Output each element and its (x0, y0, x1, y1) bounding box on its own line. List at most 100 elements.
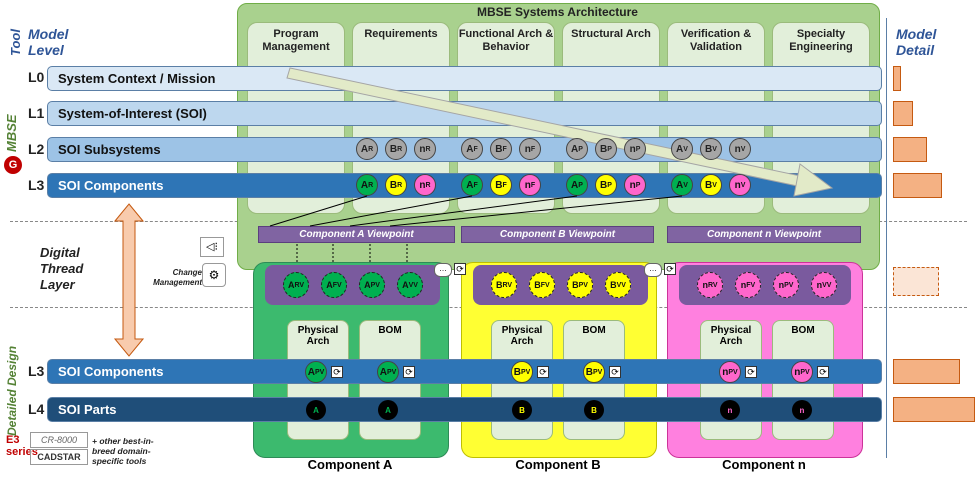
sync-icon: ⟳ (403, 366, 415, 378)
gear-icon: ⚙ (202, 263, 226, 287)
component-a-name: Component A (307, 457, 393, 472)
level-code-l1: L1 (28, 105, 45, 121)
part-dot: B (584, 400, 604, 420)
component-b-name: Component B (515, 457, 601, 472)
part-dot: A (378, 400, 398, 420)
row-l2-label: SOI Subsystems (58, 142, 161, 157)
model-detail-label: Model Detail (896, 26, 937, 58)
detail-bar-l3 (893, 359, 960, 384)
cadstar-logo: CADSTAR (30, 449, 88, 465)
part-dot: B (512, 400, 532, 420)
row-l3-detailed: SOI Components (47, 359, 882, 384)
genesys-logo: G (4, 156, 22, 174)
sync-icon: ⟳ (817, 366, 829, 378)
sync-icon: ⟳ (454, 263, 466, 275)
sync-icon: ⟳ (331, 366, 343, 378)
viewpoint-n: Component n Viewpoint (667, 226, 861, 243)
row-l3-label: SOI Components (58, 178, 164, 193)
broadcast-icon: ◁⁝ (200, 237, 224, 257)
detail-bar-l0 (893, 66, 901, 91)
row-l3-detailed-label: SOI Components (58, 364, 164, 379)
level-code-l4: L4 (28, 401, 45, 417)
other-tools-label: + other best-in-breed domain-specific to… (92, 436, 154, 466)
sync-icon: ⟳ (537, 366, 549, 378)
level-code-l2: L2 (28, 141, 45, 157)
viewpoint-a: Component A Viewpoint (258, 226, 455, 243)
thread-double-arrow (114, 203, 144, 357)
digital-thread-label: Digital Thread Layer (40, 245, 84, 292)
detail-bar-l4 (893, 397, 975, 422)
comment-icon: … (434, 263, 452, 277)
detailed-design-label: Detailed Design (5, 345, 19, 436)
cr8000-logo: CR-8000 (30, 432, 88, 448)
level-code-l0: L0 (28, 69, 45, 85)
detail-bar-l2 (893, 137, 927, 162)
detail-bar-l1 (893, 101, 913, 126)
detail-bar-thread (893, 267, 939, 296)
component-n-name: Component n (722, 457, 806, 472)
comment-icon: … (644, 263, 662, 277)
e3-logo: E3 series (6, 434, 38, 458)
model-level-label: Model Level (28, 26, 69, 58)
row-l1-label: System-of-Interest (SOI) (58, 106, 207, 121)
detail-bar-l3 (893, 173, 942, 198)
part-dot: n (792, 400, 812, 420)
part-dot: n (720, 400, 740, 420)
row-l4: SOI Parts (47, 397, 882, 422)
level-code-l3-detailed: L3 (28, 363, 45, 379)
viewpoint-b: Component B Viewpoint (461, 226, 654, 243)
sync-icon: ⟳ (664, 263, 676, 275)
detail-divider (886, 18, 887, 458)
row-l0: System Context / Mission (47, 66, 882, 91)
row-l4-label: SOI Parts (58, 402, 117, 417)
sync-icon: ⟳ (745, 366, 757, 378)
architecture-title: MBSE Systems Architecture (477, 5, 638, 19)
sync-icon: ⟳ (609, 366, 621, 378)
change-management-label: Change Management (153, 268, 202, 287)
level-code-l3: L3 (28, 177, 45, 193)
part-dot: A (306, 400, 326, 420)
row-l0-label: System Context / Mission (58, 71, 216, 86)
